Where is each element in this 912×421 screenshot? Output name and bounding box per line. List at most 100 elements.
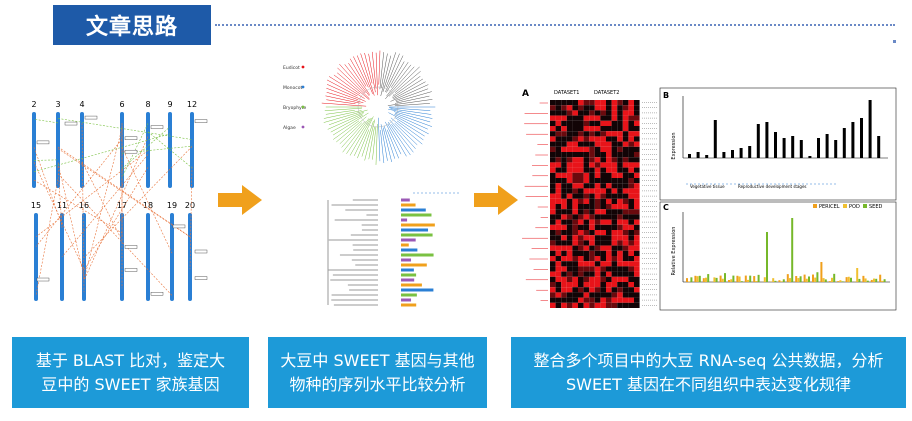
tree-branch	[332, 112, 369, 136]
heatmap-cell	[561, 152, 567, 158]
tree-branch	[379, 52, 385, 90]
heatmap-cell	[600, 110, 606, 116]
gene-count-bar	[401, 258, 412, 262]
gene-label-box	[124, 136, 138, 140]
duplication-link	[33, 133, 171, 173]
heatmap-cell	[550, 183, 556, 189]
heatmap-cell	[550, 204, 556, 210]
heatmap-cell	[617, 131, 623, 137]
heatmap-cell	[611, 235, 618, 241]
heatmap-cell	[594, 245, 601, 251]
heatmap-cell	[566, 282, 573, 288]
heatmap-cell	[611, 256, 618, 262]
duplication-link	[35, 178, 59, 296]
heatmap-cell	[611, 198, 618, 204]
panel-b-label: B	[663, 91, 669, 100]
heatmap-cell	[606, 115, 612, 121]
heatmap-cell	[606, 162, 612, 168]
heatmap-cell	[622, 256, 629, 262]
gene-label-box	[124, 245, 138, 249]
heatmap-cell	[589, 256, 595, 262]
heatmap-cell	[561, 282, 567, 288]
tree-branch	[333, 120, 360, 140]
heatmap-cell	[589, 219, 595, 225]
tree-branch	[386, 64, 412, 97]
heatmap-cell	[611, 261, 618, 267]
bar	[736, 275, 739, 282]
heatmap-cell	[611, 162, 618, 168]
heatmap-cell	[578, 136, 584, 142]
bar	[739, 148, 743, 158]
chart-frame	[659, 201, 897, 311]
heatmap-cell	[611, 136, 618, 142]
radial-tree	[321, 50, 436, 165]
heatmap-cell	[589, 214, 595, 220]
heatmap-cell	[572, 230, 578, 236]
heatmap-cell	[550, 157, 556, 163]
tree-branch	[328, 76, 365, 99]
heatmap-cell	[566, 141, 573, 147]
bar	[875, 278, 878, 282]
heatmap-cell	[566, 115, 573, 121]
heatmap-cell	[572, 110, 578, 116]
heatmap-cell	[555, 131, 562, 137]
heatmap-cell	[617, 240, 623, 246]
heatmap-cell	[611, 240, 618, 246]
heatmap-cell	[589, 276, 595, 282]
chromosome-number: 8	[145, 100, 150, 109]
heatmap-cell	[578, 110, 584, 116]
heatmap-cell	[594, 157, 601, 163]
heatmap-cell	[561, 131, 567, 137]
heatmap-cell	[578, 100, 584, 106]
heatmap-cell	[578, 162, 584, 168]
heatmap-cell	[606, 198, 612, 204]
heatmap-cell	[561, 224, 567, 230]
heatmap-cell	[634, 266, 640, 272]
heatmap-cell	[589, 146, 595, 152]
heatmap-cell	[600, 162, 606, 168]
heatmap-cell	[572, 282, 578, 288]
heatmap-cell	[572, 240, 578, 246]
arrow-right-icon	[218, 185, 262, 215]
heatmap-cell	[561, 198, 567, 204]
heatmap-cell	[600, 235, 606, 241]
tree-branch	[371, 51, 377, 89]
heatmap-cell	[617, 183, 623, 189]
heatmap-cell	[561, 204, 567, 210]
heatmap-cell	[634, 224, 640, 230]
duplication-links	[33, 115, 208, 296]
bar	[791, 136, 795, 158]
tree-branch	[394, 117, 425, 137]
tree-branch	[346, 118, 371, 154]
heatmap-cell	[550, 136, 556, 142]
duplication-link	[35, 138, 123, 247]
heatmap-cell	[561, 245, 567, 251]
heatmap-cell	[606, 105, 612, 111]
bar	[713, 120, 717, 158]
tree-branch	[394, 114, 428, 130]
heatmap-cell	[634, 209, 640, 215]
heatmap-cell	[600, 297, 606, 303]
heatmap-cell	[550, 287, 556, 293]
heatmap-cell	[578, 172, 584, 178]
heatmap-cell	[561, 105, 567, 111]
heatmap-cell	[572, 157, 578, 163]
heatmap-cell	[566, 162, 573, 168]
heatmap-cell	[572, 136, 578, 142]
bar	[688, 154, 691, 158]
gene-label-box	[150, 292, 164, 296]
heatmap-cell	[561, 141, 567, 147]
heatmap-cell	[628, 235, 634, 241]
heatmap-cell	[600, 240, 606, 246]
bar	[780, 281, 783, 282]
heatmap-cell	[572, 219, 578, 225]
bar	[707, 274, 710, 282]
heatmap-cell	[583, 141, 590, 147]
heatmap-cell	[589, 110, 595, 116]
heatmap-cell	[606, 126, 612, 132]
heatmap-cell	[555, 193, 562, 199]
heatmap-cell	[628, 120, 634, 126]
heatmap-cell	[606, 146, 612, 152]
bar	[715, 277, 718, 282]
